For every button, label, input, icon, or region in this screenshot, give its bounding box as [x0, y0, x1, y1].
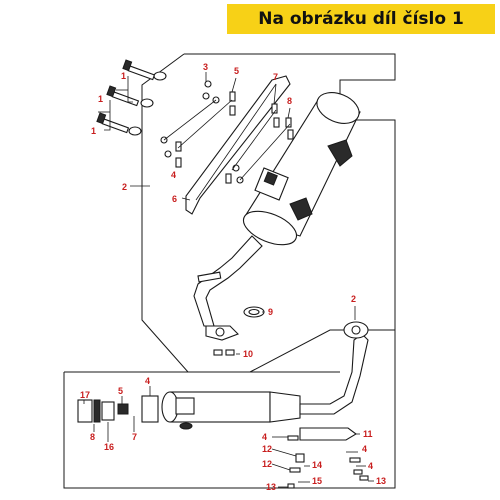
callout-11: 11	[363, 429, 373, 439]
muffler-upper	[242, 92, 361, 246]
callout-9: 9	[268, 307, 273, 317]
bolt-1-bottom	[96, 112, 142, 136]
callout-7-upper: 7	[273, 72, 278, 82]
callout-10: 10	[243, 349, 253, 359]
callout-7-lower: 7	[132, 432, 137, 442]
callout-5-upper: 5	[234, 66, 239, 76]
callout-4-lower-mid: 4	[262, 432, 267, 442]
pipe-flange-lower	[343, 321, 369, 339]
part-number-banner: Na obrázku díl číslo 1	[227, 4, 495, 34]
bolt-1-middle	[106, 85, 154, 108]
callout-16: 16	[104, 442, 114, 452]
end-cap-stack	[77, 395, 159, 423]
pipe-flange-upper	[205, 325, 239, 341]
callout-2-upper: 2	[122, 182, 127, 192]
callout-12-a: 12	[262, 444, 272, 454]
callout-6: 6	[172, 194, 177, 204]
callout-4-upper: 4	[171, 170, 176, 180]
callout-1-middle: 1	[98, 94, 103, 104]
callout-5-lower: 5	[118, 386, 123, 396]
mounting-bracket	[299, 427, 357, 441]
callout-17: 17	[80, 390, 90, 400]
callout-1-top: 1	[121, 71, 126, 81]
callout-8-lower: 8	[90, 432, 95, 442]
lower-hardware	[287, 435, 369, 489]
heat-shield	[185, 75, 291, 215]
exhaust-pipe-lower	[299, 333, 369, 415]
callout-13-a: 13	[266, 482, 276, 492]
callout-14: 14	[312, 460, 322, 470]
callout-1-bottom: 1	[91, 126, 96, 136]
callout-4-lower-right-b: 4	[368, 461, 373, 471]
callout-2-lower: 2	[351, 294, 356, 304]
callout-13-b: 13	[376, 476, 386, 486]
screw-pair	[213, 349, 235, 356]
callout-12-b: 12	[262, 459, 272, 469]
bolt-1-top	[122, 59, 167, 81]
banner-text: Na obrázku díl číslo 1	[258, 9, 464, 29]
lower-assembly-frame	[63, 330, 396, 489]
callout-15: 15	[312, 476, 322, 486]
callout-8-upper: 8	[287, 96, 292, 106]
muffler-lower	[161, 391, 301, 430]
pipe-clamp-upper	[197, 271, 222, 283]
callout-3: 3	[203, 62, 208, 72]
callout-4-lower-left: 4	[145, 376, 150, 386]
callout-4-lower-right-a: 4	[362, 444, 367, 454]
